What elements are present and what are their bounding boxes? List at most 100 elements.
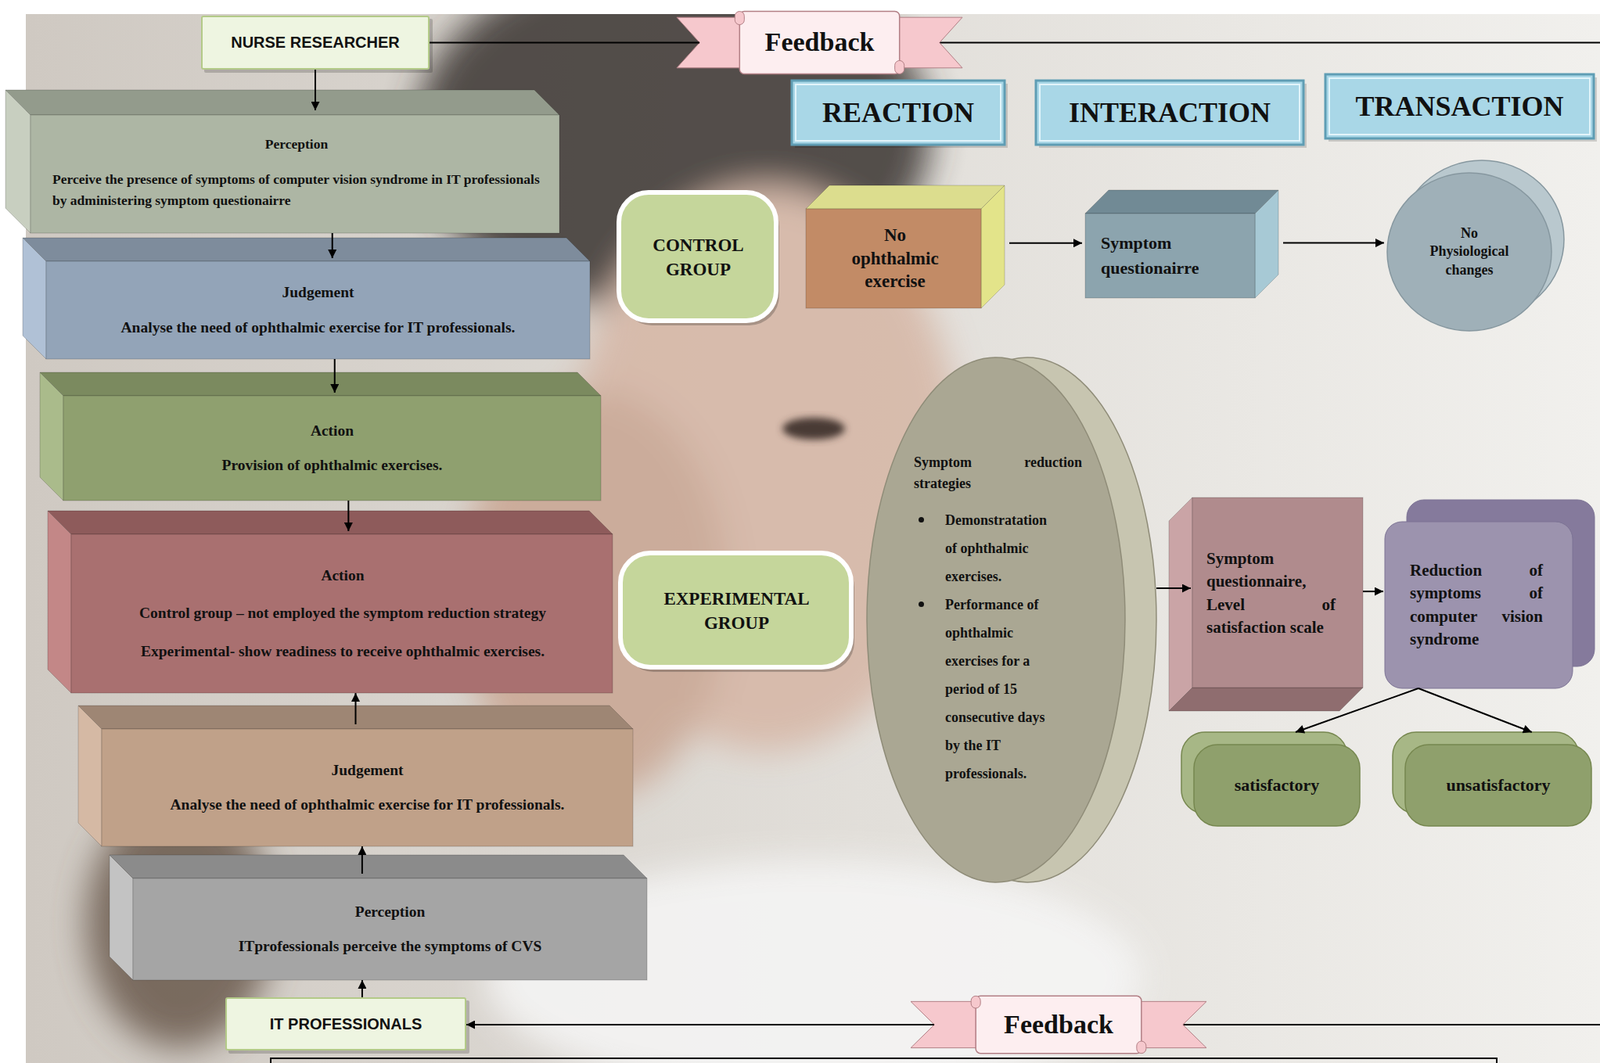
node-text: Symptom reduction strategies xyxy=(913,452,1083,493)
node-text: Control group – not employed the symptom… xyxy=(82,604,604,623)
process-box: ActionProvision of ophthalmic exercises. xyxy=(39,372,601,501)
group-label: CONTROL GROUP xyxy=(616,190,781,325)
actor-label: NURSE RESEARCHER xyxy=(201,15,430,70)
node-text: Analyse the need of ophthalmic exercise … xyxy=(117,795,618,815)
cylinder-front xyxy=(1387,172,1552,331)
interaction-box: Symptom questionairre xyxy=(1085,190,1279,299)
prism-side xyxy=(39,372,64,501)
prism-top xyxy=(805,185,1005,209)
ribbon-curl xyxy=(734,11,745,26)
box-face xyxy=(201,16,429,69)
group-label-outline xyxy=(616,190,781,325)
outcome-cylinder: No Physiological changes xyxy=(1387,160,1565,331)
outcome-box: Reduction of symptoms of computer vision… xyxy=(1384,499,1595,689)
node-text: Perception xyxy=(52,136,541,154)
pill-front xyxy=(1193,744,1360,827)
bullet-text: Demonstratation of ophthalmic exercises. xyxy=(913,506,1055,591)
connector-arrow xyxy=(429,42,700,44)
prism-side xyxy=(109,855,134,981)
interaction-box: Symptom questionnaire, Level of satisfac… xyxy=(1168,497,1363,712)
header-face xyxy=(1035,80,1304,145)
ribbon-scroll xyxy=(739,11,899,75)
connector-arrow xyxy=(1362,590,1384,593)
prism-top xyxy=(1085,190,1279,214)
rounded-face xyxy=(618,192,777,321)
prism-side xyxy=(47,510,72,694)
node-text: EXPERIMENTAL GROUP xyxy=(640,586,834,636)
node-text: unsatisfactory xyxy=(1414,774,1583,797)
node-text: ITprofessionals perceive the symptoms of… xyxy=(148,937,632,957)
connector-arrow xyxy=(361,846,364,874)
node-text: No ophthalmic exercise xyxy=(844,223,946,295)
prism-front xyxy=(63,395,601,501)
box-face xyxy=(226,998,466,1050)
prism-top xyxy=(22,237,590,262)
strategy-ellipse-outline xyxy=(866,356,1157,884)
process-box: PerceptionPerceive the presence of sympt… xyxy=(5,89,560,234)
phase-header: REACTION xyxy=(791,80,1005,145)
process-box-outline xyxy=(5,89,560,234)
strategy-ellipse: Symptom reduction strategiesDemonstratat… xyxy=(866,356,1157,884)
node-text: CONTROL GROUP xyxy=(633,233,763,282)
node-text: Experimental- show readiness to receive … xyxy=(82,642,604,662)
group-label-outline xyxy=(618,550,856,672)
connector-arrow xyxy=(314,69,317,111)
node-text: Symptom questionairre xyxy=(1100,230,1240,281)
prism-top xyxy=(47,510,613,535)
prism-top xyxy=(109,855,648,879)
connector-arrow xyxy=(1418,688,1532,733)
node-text: Reduction of symptoms of computer vision… xyxy=(1409,559,1543,652)
connector-arrow xyxy=(1295,688,1419,733)
connector-arrow xyxy=(1156,587,1191,590)
prism-front xyxy=(71,534,613,694)
connector-arrow xyxy=(361,980,364,998)
header-face xyxy=(791,80,1005,145)
connector-arrow xyxy=(334,359,336,393)
result-pill: satisfactory xyxy=(1181,732,1360,827)
reaction-box: No ophthalmic exercise xyxy=(805,185,1005,309)
ribbon-curl xyxy=(895,60,905,74)
node-text: Feedback xyxy=(982,1008,1135,1043)
node-text: Provision of ophthalmic exercises. xyxy=(82,456,583,475)
node-text: INTERACTION xyxy=(1043,95,1296,131)
connector-arrow xyxy=(1009,242,1083,245)
node-text: No Physiological changes xyxy=(1421,224,1518,280)
connector-arrow xyxy=(1283,242,1385,245)
node-text: Judgement xyxy=(117,761,618,781)
node-text: Action xyxy=(82,566,604,586)
ribbon-curl xyxy=(1136,1041,1147,1054)
prism-front xyxy=(30,115,560,234)
eye-shape xyxy=(782,417,845,440)
prism-side xyxy=(5,89,31,234)
node-text: TRANSACTION xyxy=(1333,89,1586,125)
process-box: PerceptionITprofessionals perceive the s… xyxy=(109,855,648,981)
feedback-line xyxy=(939,42,1600,44)
ellipse-front xyxy=(866,357,1126,883)
frame-line xyxy=(270,1058,1497,1063)
rounded-face xyxy=(620,553,852,668)
node-text: Judgement xyxy=(64,283,572,303)
phase-header: INTERACTION xyxy=(1035,80,1304,145)
prism-front xyxy=(1085,213,1255,299)
prism-front xyxy=(46,261,590,360)
connector-arrow xyxy=(355,693,357,725)
node-text: satisfactory xyxy=(1203,774,1351,797)
group-label: EXPERIMENTAL GROUP xyxy=(618,550,856,672)
ribbon-curl xyxy=(970,995,981,1009)
process-box: JudgementAnalyse the need of ophthalmic … xyxy=(22,237,590,360)
node-text: Feedback xyxy=(747,25,892,60)
prism-top xyxy=(78,705,633,730)
node-text: Action xyxy=(82,421,583,441)
header-face xyxy=(1325,74,1594,139)
prism-front xyxy=(101,729,633,847)
prism-side xyxy=(22,237,47,360)
result-pill: unsatisfactory xyxy=(1392,732,1592,827)
prism-front xyxy=(805,208,982,309)
feedback-banner: Feedback xyxy=(910,994,1207,1056)
prism-top xyxy=(5,89,560,116)
feedback-line xyxy=(1182,1024,1600,1026)
header-bevel xyxy=(1039,84,1300,141)
node-text: REACTION xyxy=(799,95,997,131)
process-box-outline xyxy=(47,510,613,694)
